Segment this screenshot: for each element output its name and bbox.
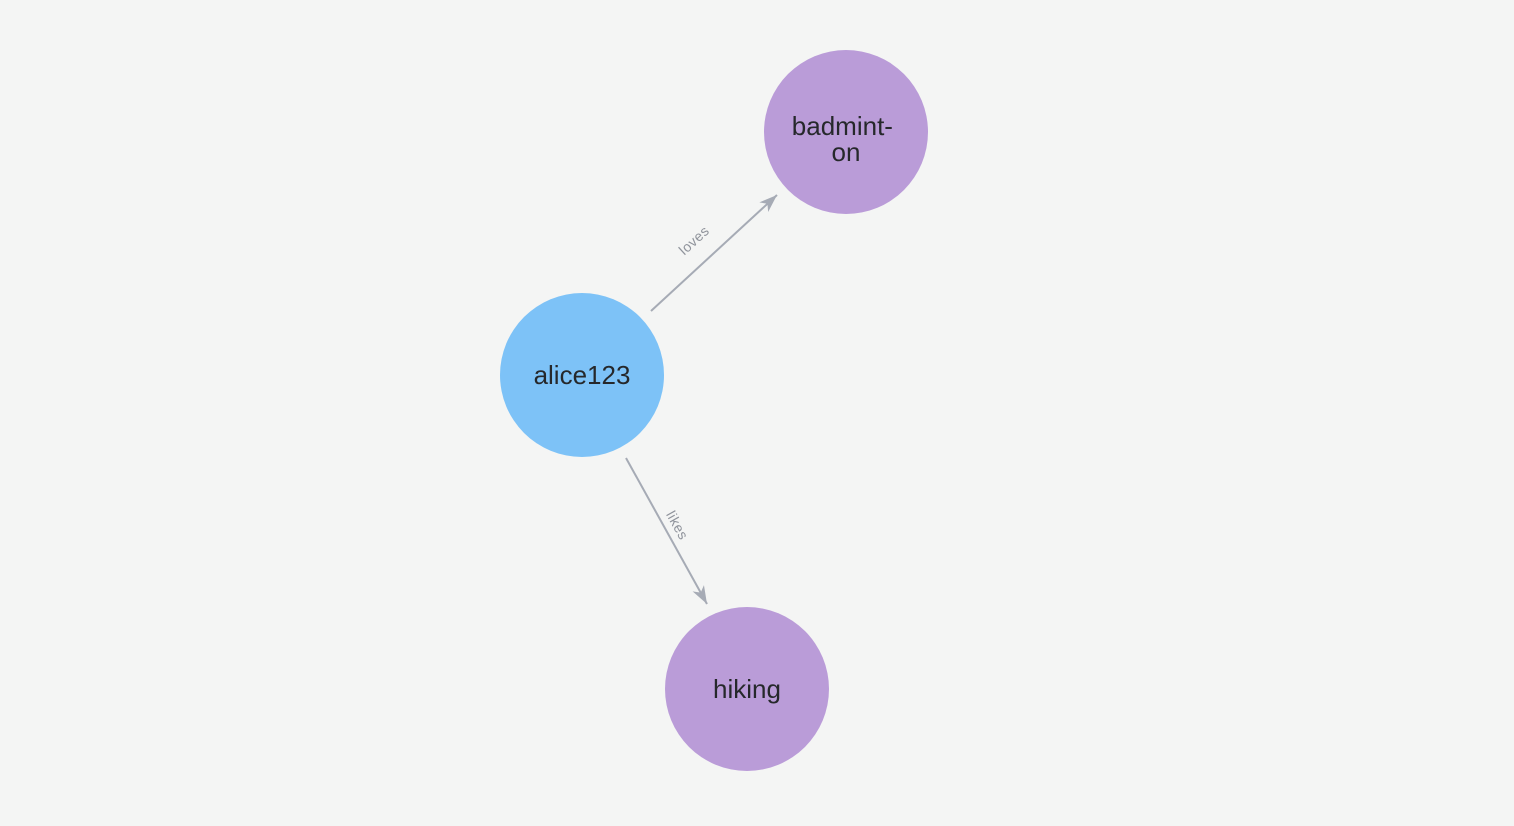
edge-line-likes[interactable] [625,457,708,605]
node-circle-hiking[interactable] [665,607,829,771]
node-hiking[interactable]: hiking [665,607,829,771]
node-circle-badminton[interactable] [764,50,928,214]
node-alice123[interactable]: alice123 [500,293,664,457]
edge-line-loves[interactable] [650,194,778,312]
node-badminton[interactable]: badmint- on [764,50,928,214]
node-circle-alice123[interactable] [500,293,664,457]
